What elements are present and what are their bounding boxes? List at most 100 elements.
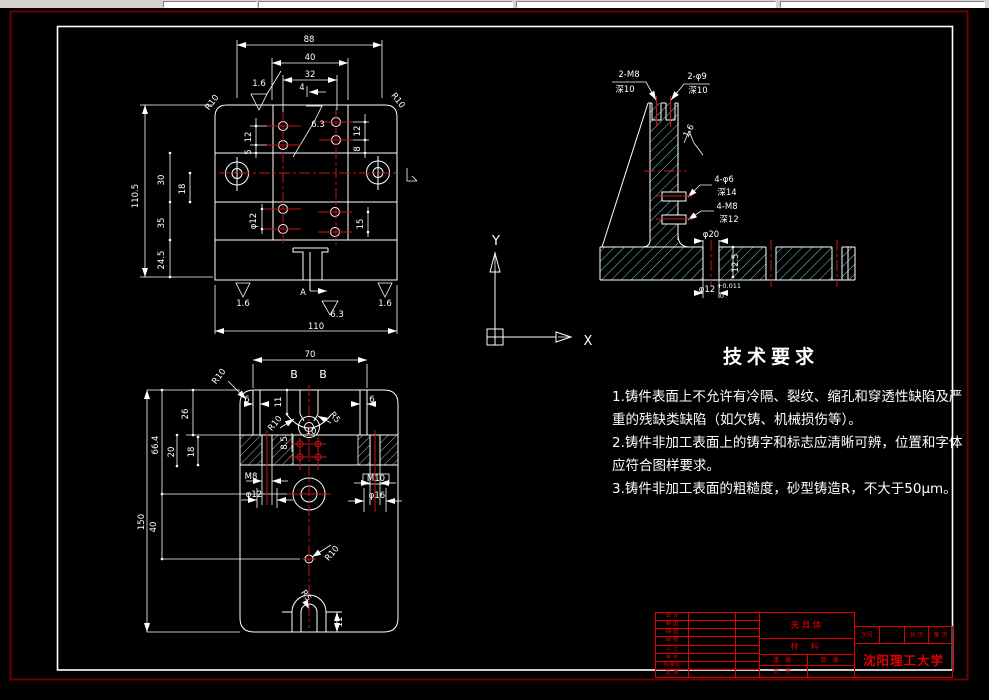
tech-requirement-line: 重的残缺类缺陷（如欠铸、机械损伤等）。: [612, 412, 862, 428]
dim-label: M8: [245, 472, 258, 482]
dim-label: 6: [369, 395, 374, 405]
dim-label: 4: [299, 83, 304, 93]
title-block-row-label: 工 艺: [656, 645, 689, 653]
title-block-row-label: 批 准: [656, 669, 689, 677]
ucs-icon: YX: [486, 234, 593, 349]
dim-label: 40: [305, 53, 316, 63]
dim-label: 0: [720, 292, 724, 300]
dim-label: 8.5: [280, 436, 290, 450]
dim-label: R10: [210, 367, 228, 386]
part-name: 夹具体: [760, 613, 854, 639]
title-block-signature-rows: 设 计制 图描 图审 核工 艺审 定标准化批 准: [655, 612, 760, 678]
section-view: 2-M8深102-φ9深101.64-φ6深144-M8深12φ2012.5φ1…: [599, 70, 856, 300]
dim-label: 2-M8: [618, 70, 639, 80]
sheet-border: [56, 25, 954, 671]
title-block-row-label: 审 核: [656, 637, 689, 645]
dim-label: 1.6: [252, 79, 266, 89]
title-block-row: 工 艺: [656, 645, 759, 654]
dim-label: 24.5: [157, 251, 167, 270]
dim-label: 110: [308, 322, 324, 332]
title-block-row: 审 定: [656, 653, 759, 662]
toolbar-field[interactable]: [516, 1, 776, 8]
dim-label: 35: [157, 218, 167, 229]
title-block-row: 制 图: [656, 621, 759, 630]
dim-label: 6.3: [311, 120, 325, 130]
dim-label: 深10: [688, 86, 707, 96]
dim-label: +0.011: [717, 282, 741, 290]
title-block-row-label: 审 定: [656, 653, 689, 661]
dim-label: 8: [353, 146, 363, 151]
dim-label: 88: [304, 35, 315, 45]
frame-border: [9, 10, 969, 681]
dim-label: φ12: [246, 490, 262, 500]
dim-label: B: [319, 368, 327, 381]
dim-label: 2-φ9: [687, 72, 707, 82]
dim-label: 6: [244, 395, 249, 405]
dim-label: φ12: [249, 213, 259, 229]
university-name: 沈阳理工大学: [862, 653, 944, 668]
scale-label: 比 例: [760, 666, 808, 677]
title-block-row: 标准化: [656, 661, 759, 670]
title-block-row-label: 描 图: [656, 629, 689, 637]
dim-label: 6.3: [330, 310, 344, 320]
dim-label: 1.6: [682, 123, 697, 140]
dim-label: R5: [327, 410, 342, 425]
dim-label: R10: [388, 91, 406, 110]
dim-label: A: [300, 288, 306, 298]
dim-label: 20: [167, 447, 177, 458]
title-block-middle: 夹具体 材 料 重 量 数 量 比 例: [759, 612, 855, 678]
dim-label: R10: [203, 93, 221, 112]
title-block-row: 批 准: [656, 669, 759, 677]
dim-label: X: [584, 334, 593, 349]
dim-label: 1.6: [378, 299, 392, 309]
dim-label: 12: [353, 126, 363, 137]
title-block-row: 设 计: [656, 613, 759, 622]
dim-label: φ12: [699, 285, 715, 295]
dim-label: 30: [157, 175, 167, 186]
dim-label: 1.6: [236, 299, 250, 309]
dim-label: 4-φ6: [714, 175, 734, 185]
dim-label: 10: [306, 427, 317, 437]
dim-label: 深12: [719, 215, 738, 225]
dim-label: 110.5: [131, 184, 141, 208]
title-block-row-label: 制 图: [656, 621, 689, 629]
title-block-row-label: 设 计: [656, 613, 689, 621]
dim-label: 18: [187, 447, 197, 458]
title-block: 设 计制 图描 图审 核工 艺审 定标准化批 准 夹具体 材 料 重 量 数 量…: [655, 612, 953, 678]
tech-requirement-line: 3.铸件非加工表面的粗糙度，砂型铸造R，不大于50μm。: [612, 481, 957, 497]
tech-requirement-line: 2.铸件非加工表面上的铸字和标志应清晰可辨，位置和字体: [612, 435, 963, 451]
page-label: 第 页: [933, 632, 948, 639]
font-label: 字号: [855, 627, 880, 643]
title-block-row-label: 标准化: [656, 661, 689, 669]
dim-ticks: [168, 120, 370, 279]
dim-label: 40: [149, 522, 159, 533]
toolbar-field[interactable]: [258, 1, 513, 8]
dim-label: 5: [244, 149, 254, 154]
dim-label: 深14: [717, 188, 736, 198]
dim-label: Y: [491, 234, 500, 249]
dim-label: 15: [356, 219, 366, 230]
dim-label: M10: [367, 474, 385, 484]
qty-label: 数 量: [820, 657, 841, 664]
tech-requirements-body: 1.铸件表面上不允许有冷隔、裂纹、缩孔和穿透性缺陷及严重的残缺类缺陷（如欠铸、机…: [612, 386, 963, 501]
dim-label: 11: [335, 617, 345, 628]
toolbar-field[interactable]: [780, 1, 985, 8]
dim-label: φ20: [703, 230, 719, 240]
dim-label: 深10: [615, 85, 634, 95]
dim-label: 70: [305, 350, 316, 360]
dim-label: R10: [266, 414, 284, 433]
sheet-label: 共 页: [905, 627, 929, 643]
title-block-row: 描 图: [656, 629, 759, 638]
toolbar-field[interactable]: [163, 1, 257, 8]
tech-requirements-title: 技术要求: [722, 346, 819, 368]
dim-label: 66.4: [151, 436, 161, 455]
dim-label: R10: [323, 544, 341, 563]
dim-label: 150: [137, 514, 147, 530]
dim-label: B: [290, 368, 298, 381]
dim-label: 11: [274, 397, 284, 408]
weight-label: 重 量: [760, 655, 808, 665]
dim-label: 4-M8: [716, 202, 737, 212]
